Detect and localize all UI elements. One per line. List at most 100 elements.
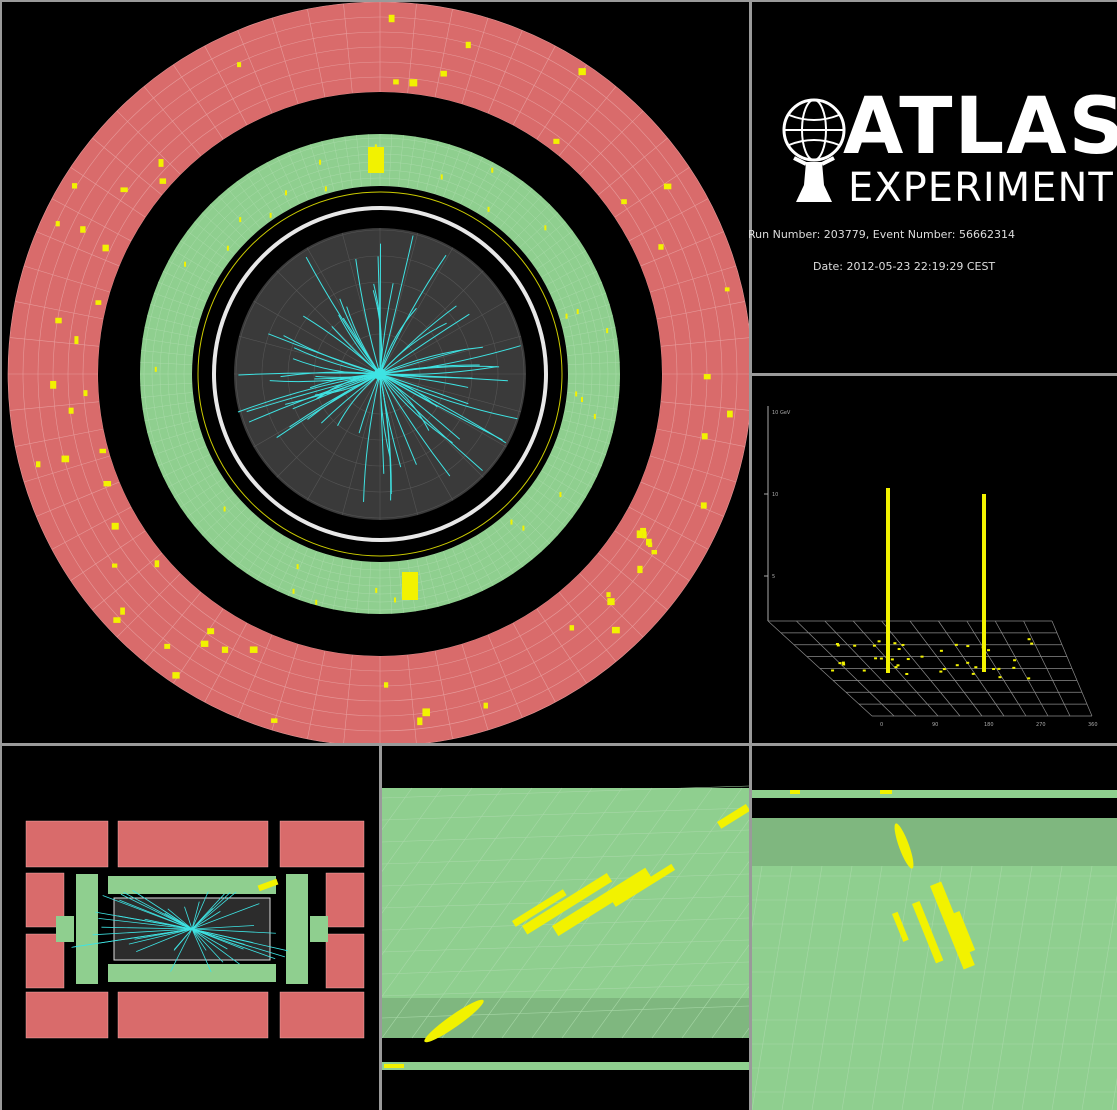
- calo-hit: [292, 588, 295, 594]
- deposit: [992, 668, 996, 671]
- z-axis-title: 10 GeV: [772, 410, 791, 416]
- muon-hit: [393, 79, 399, 85]
- deposit: [838, 662, 842, 665]
- track: [191, 928, 276, 934]
- calo-hit: [284, 190, 287, 196]
- deposit: [1030, 642, 1034, 645]
- energy-cluster: [424, 999, 484, 1043]
- calo-hit: [154, 366, 157, 372]
- track: [379, 254, 447, 375]
- deposit: [905, 672, 909, 675]
- energy-cluster: [512, 889, 567, 927]
- track: [363, 373, 381, 502]
- deposit: [955, 664, 959, 667]
- energy-cluster: [716, 803, 749, 829]
- muon-hit: [553, 138, 560, 144]
- track: [191, 891, 209, 930]
- transverse-view-panel: [2, 2, 749, 743]
- divider-vertical-top: [749, 0, 752, 745]
- track: [268, 333, 381, 375]
- deposit: [1027, 638, 1031, 641]
- energy-cluster: [891, 911, 909, 942]
- energy-cluster: [552, 867, 652, 937]
- deposit: [862, 669, 866, 672]
- muon-chamber: [25, 933, 65, 989]
- deposit: [853, 644, 857, 647]
- deposit: [939, 670, 943, 673]
- deposit: [896, 664, 900, 667]
- calo-hit: [522, 525, 525, 531]
- strip-layer: [382, 1062, 749, 1070]
- divider-horizontal-right: [749, 373, 1117, 376]
- barrel-calorimeter-top: [108, 876, 276, 894]
- deposit: [981, 646, 985, 649]
- strip-hit: [790, 790, 800, 794]
- deposit: [920, 655, 924, 658]
- calo-hit: [226, 245, 229, 251]
- deposit: [890, 658, 894, 661]
- track: [191, 925, 255, 930]
- muon-hit: [645, 538, 652, 546]
- track: [379, 373, 483, 472]
- longitudinal-detector: [25, 820, 365, 1039]
- x-tick-label: 90: [932, 722, 938, 728]
- muon-chamber: [325, 933, 365, 989]
- divider-vertical-bottom-right: [749, 745, 752, 1110]
- muon-hit: [271, 718, 278, 723]
- muon-hit: [55, 317, 62, 324]
- calo-hit: [374, 144, 377, 150]
- date-text: Date: 2012-05-23 22:19:29 CEST: [813, 260, 996, 273]
- track: [289, 373, 381, 428]
- interaction-vertex: [374, 368, 386, 380]
- muon-hit: [112, 563, 118, 568]
- small-deposits: [831, 638, 1034, 680]
- calo-hit: [184, 261, 187, 267]
- track: [373, 283, 382, 375]
- muon-hit: [440, 70, 447, 77]
- track: [379, 235, 414, 375]
- z-tick-label: 5: [772, 574, 775, 580]
- muon-hit: [102, 244, 109, 252]
- zoom1-deposits: [384, 803, 749, 1068]
- track: [246, 373, 381, 413]
- transverse-event-display: [7, 2, 749, 743]
- frame-top: [0, 0, 1117, 2]
- track: [379, 243, 382, 375]
- muon-chamber: [279, 820, 365, 868]
- calo-hit: [440, 174, 443, 180]
- muon-hit: [606, 592, 611, 598]
- muon-hit: [172, 672, 180, 679]
- track: [191, 891, 237, 930]
- track: [292, 373, 381, 410]
- deposit: [835, 642, 839, 645]
- frame-left: [0, 0, 2, 1110]
- muon-hit: [120, 607, 125, 615]
- track: [191, 911, 221, 930]
- calo-hit: [411, 589, 414, 595]
- inner-detector-boundary: [212, 206, 548, 542]
- track: [292, 358, 381, 375]
- x-tick-label: 180: [984, 722, 994, 728]
- strip-hit: [880, 790, 892, 794]
- deposit: [874, 657, 878, 660]
- track: [379, 322, 447, 375]
- deposit: [897, 648, 901, 651]
- calo-hit: [575, 391, 578, 397]
- endcap-calorimeter-left: [76, 874, 98, 984]
- track: [355, 258, 381, 375]
- track: [191, 893, 225, 930]
- endcap-calorimeter-right: [286, 874, 308, 984]
- energy-deposits: [35, 14, 733, 726]
- calorimeter-layer-front: [752, 818, 1117, 866]
- calo-hit: [319, 159, 322, 165]
- track: [276, 373, 381, 438]
- muon-hit: [159, 178, 167, 184]
- track: [132, 890, 193, 930]
- solenoid-ring: [197, 191, 563, 557]
- zoom1-grid: [382, 785, 749, 1039]
- deposit: [997, 667, 1001, 670]
- track: [379, 373, 469, 405]
- muon-hit: [642, 531, 647, 539]
- deposit: [954, 643, 958, 646]
